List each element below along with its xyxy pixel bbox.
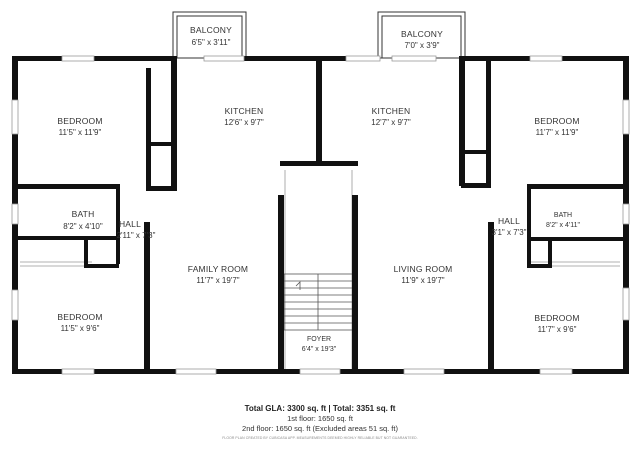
window-12: [61, 368, 95, 375]
wall-bedroom-right-left: [146, 68, 151, 188]
room-dims-hall-left: 2'11" x 7'3": [117, 231, 156, 240]
window-8: [11, 289, 19, 321]
room-dims-kitchen-left: 12'6" x 9'7": [224, 118, 264, 127]
wall-bath-left-bottom: [12, 236, 117, 240]
wall-foyer-left: [278, 195, 284, 374]
room-dims-bedroom-bottom-right: 11'7" x 9'6": [538, 325, 577, 334]
window-16: [539, 368, 573, 375]
wall-bedroom-top-left-bottom: [12, 184, 120, 189]
room-name-bedroom-bottom-left: BEDROOM: [57, 312, 102, 322]
wall-bath-right-left: [527, 184, 531, 264]
room-dims-balcony-right: 7'0" x 3'9": [405, 41, 440, 50]
wall-bath-left-nub: [84, 240, 88, 268]
room-name-bath-left: BATH: [72, 209, 95, 219]
room-dims-bath-left: 8'2" x 4'10": [63, 222, 103, 231]
room-name-balcony-left: BALCONY: [190, 25, 232, 35]
room-name-bedroom-bottom-right: BEDROOM: [534, 313, 579, 323]
first-floor-area: 1st floor: 1650 sq. ft: [287, 414, 354, 423]
area-summary: Total GLA: 3300 sq. ft | Total: 3351 sq.…: [222, 404, 418, 440]
wall-bath-left-right: [116, 184, 120, 264]
room-name-hall-right: HALL: [498, 216, 520, 226]
wall-top-center: [244, 56, 380, 61]
wall-kitchen-bottom-left: [146, 186, 176, 191]
stair-arrow: [295, 281, 301, 290]
window-9: [622, 99, 630, 135]
wall-hall-left-right: [144, 222, 150, 372]
window-15: [403, 368, 445, 375]
room-name-living-room: LIVING ROOM: [394, 264, 453, 274]
window-7: [11, 203, 19, 225]
room-dims-foyer: 6'4" x 19'3": [302, 346, 337, 353]
walls: [12, 56, 629, 374]
room-name-kitchen-left: KITCHEN: [225, 106, 264, 116]
window-13: [175, 368, 217, 375]
window-3: [345, 55, 381, 62]
staircase: [283, 273, 355, 331]
wall-bath-right-nub: [548, 241, 552, 268]
wall-bath-right-bottom: [527, 237, 629, 241]
balcony-left-outline: [172, 11, 247, 59]
room-dims-bedroom-top-left: 11'5" x 11'9": [59, 128, 102, 137]
room-dims-bedroom-top-right: 11'7" x 11'9": [536, 128, 579, 137]
room-dims-balcony-left: 6'5" x 3'11": [192, 38, 231, 47]
wall-hall-right-left: [488, 222, 494, 372]
room-dims-bath-right: 8'2" x 4'11": [546, 222, 580, 229]
wall-kitchen-left: [171, 56, 177, 191]
wall-bath-right-bottom2: [527, 264, 552, 268]
room-dims-hall-right: 3'1" x 7'3": [492, 228, 527, 237]
wall-foyer-right: [352, 195, 358, 374]
wall-kitchen-right: [459, 56, 465, 186]
window-6: [11, 99, 19, 135]
window-10: [622, 203, 630, 225]
wall-bedroom-right-inner: [486, 60, 491, 188]
wall-kitchen-bottom-right: [461, 183, 491, 188]
window-5: [529, 55, 563, 62]
windows: [11, 55, 630, 375]
window-4: [391, 55, 437, 62]
room-name-bath-right: BATH: [554, 212, 572, 219]
room-dims-bedroom-bottom-left: 11'5" x 9'6": [61, 324, 100, 333]
room-dims-kitchen-right: 12'7" x 9'7": [371, 118, 411, 127]
room-name-bedroom-top-right: BEDROOM: [534, 116, 579, 126]
window-1: [61, 55, 95, 62]
room-name-family-room: FAMILY ROOM: [188, 264, 248, 274]
disclaimer: FLOOR PLAN CREATED BY CUBICASA APP. MEAS…: [222, 436, 418, 440]
room-name-hall-left: HALL: [119, 219, 141, 229]
wall-closet-right: [461, 150, 491, 154]
window-2: [203, 55, 245, 62]
total-area: Total GLA: 3300 sq. ft | Total: 3351 sq.…: [245, 404, 396, 413]
room-labels: BALCONY 6'5" x 3'11" BALCONY 7'0" x 3'9"…: [57, 25, 580, 353]
room-dims-living-room: 11'9" x 19'7": [401, 276, 444, 285]
balcony-left-inner: [176, 15, 243, 59]
wall-bedroom-top-right-bottom: [527, 184, 629, 189]
second-floor-area: 2nd floor: 1650 sq. ft (Excluded areas 5…: [242, 424, 398, 433]
wall-closet-left: [146, 142, 172, 146]
wall-kitchen-divider: [316, 60, 322, 164]
room-name-bedroom-top-left: BEDROOM: [57, 116, 102, 126]
room-dims-family-room: 11'7" x 19'7": [196, 276, 239, 285]
room-name-kitchen-right: KITCHEN: [372, 106, 411, 116]
room-name-foyer: FOYER: [307, 336, 331, 343]
wall-bath-left-bottom2: [84, 264, 119, 268]
window-14: [299, 368, 341, 375]
room-name-balcony-right: BALCONY: [401, 29, 443, 39]
window-11: [622, 287, 630, 321]
